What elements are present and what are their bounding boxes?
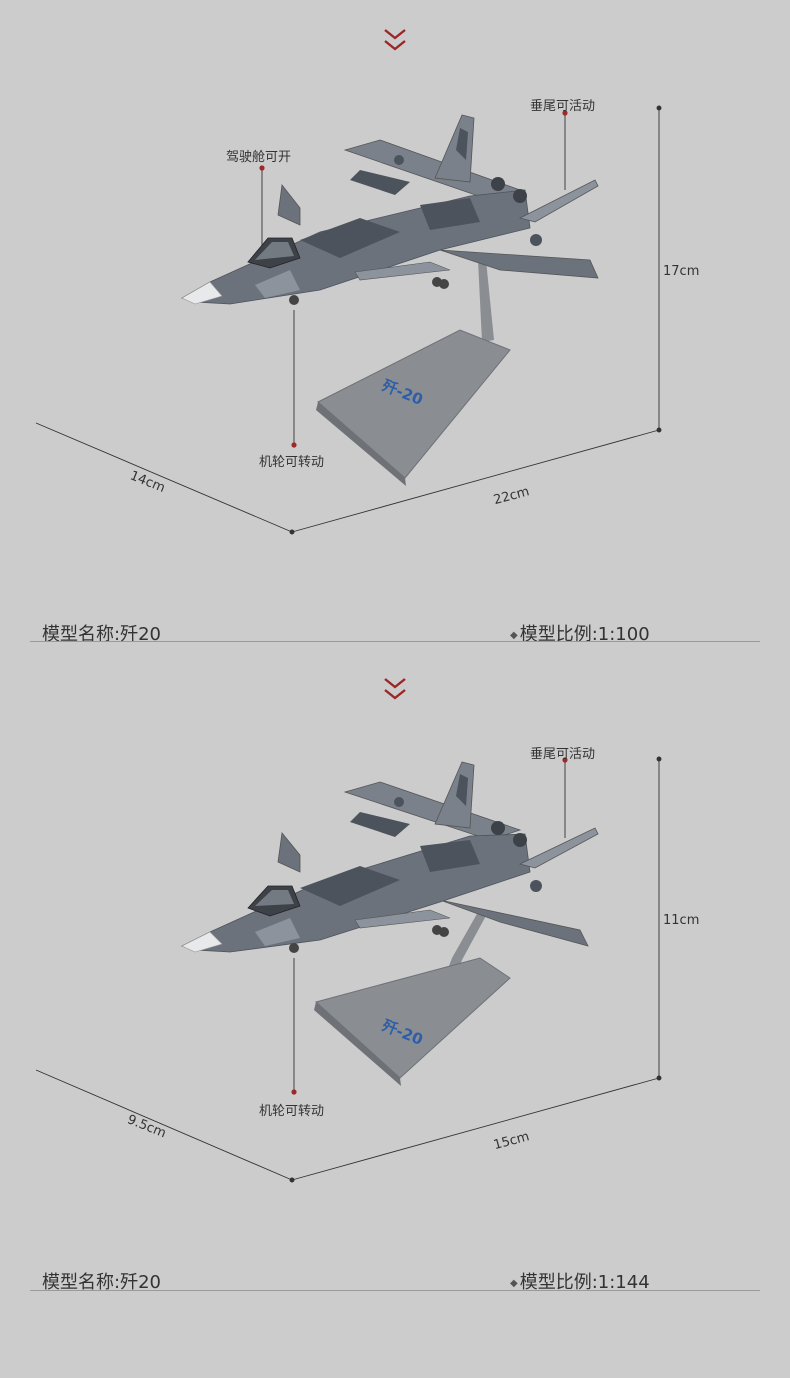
product-panel-2: 歼-20 [0, 650, 790, 1300]
product-panel-1: 歼-20 [0, 0, 790, 650]
callout-lines [293, 760, 566, 1092]
height-dimension-label: 11cm [663, 913, 699, 928]
dimension-lines [35, 105, 662, 535]
callout-wheels-label: 机轮可转动 [259, 1104, 325, 1119]
length-dimension-label: 15cm [492, 1129, 531, 1153]
model-name-label: 模型名称:歼20 [42, 624, 161, 645]
callout-wheels-label: 机轮可转动 [259, 455, 325, 470]
bullet-diamond-icon: ◆ [510, 630, 518, 641]
bullet-diamond-icon: ◆ [510, 1278, 518, 1289]
width-dimension-label: 14cm [128, 468, 167, 496]
callout-lines [261, 113, 566, 445]
model-scale-label: 模型比例:1:100 [519, 624, 650, 645]
callout-dot-icon [291, 757, 568, 1095]
chevron-down-icon [384, 678, 406, 700]
dimension-lines [35, 756, 662, 1183]
jet-model [180, 114, 599, 305]
display-stand: 歼-20 [314, 912, 511, 1086]
display-stand: 歼-20 [316, 260, 511, 486]
height-dimension-label: 17cm [663, 264, 699, 279]
callout-dot-icon [259, 110, 568, 448]
model-scale-label: 模型比例:1:144 [519, 1272, 650, 1293]
panel-2-illustration: 歼-20 [35, 678, 699, 1183]
info-row-1: 模型名称:歼20 ◆模型比例:1:100 [0, 620, 790, 652]
jet-model [180, 761, 599, 953]
chevron-down-icon [384, 29, 406, 51]
info-row-2: 模型名称:歼20 ◆模型比例:1:144 [0, 1268, 790, 1300]
divider [30, 1290, 760, 1291]
panel-1-illustration: 歼-20 [35, 29, 699, 535]
callout-cockpit-label: 驾驶舱可开 [226, 150, 292, 165]
callout-tail-label: 垂尾可活动 [530, 747, 596, 762]
model-scale-block: ◆模型比例:1:100 [510, 620, 650, 646]
length-dimension-label: 22cm [492, 484, 531, 508]
model-scale-block: ◆模型比例:1:144 [510, 1268, 650, 1294]
model-name-label: 模型名称:歼20 [42, 1272, 161, 1293]
callout-tail-label: 垂尾可活动 [530, 99, 596, 114]
width-dimension-label: 9.5cm [125, 1112, 168, 1141]
divider [30, 641, 760, 642]
